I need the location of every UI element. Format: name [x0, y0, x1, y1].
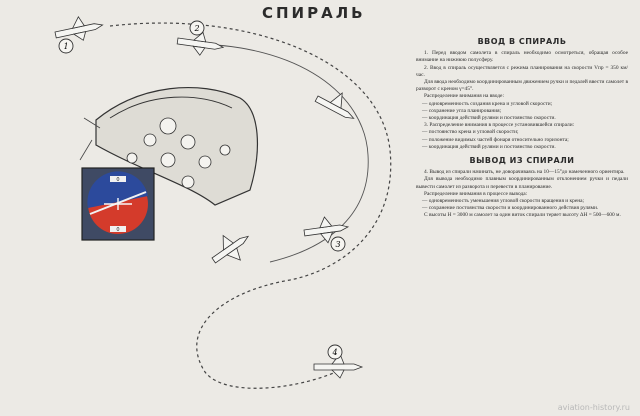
svg-text:1: 1 [63, 42, 68, 51]
svg-text:2: 2 [193, 24, 199, 33]
aircraft-1 [54, 16, 104, 41]
marker-1: 1 [58, 38, 74, 54]
aircraft-banked [314, 92, 355, 119]
aircraft-4 [313, 353, 364, 379]
attitude-scale-bottom: 0 [116, 227, 119, 233]
watermark: aviation-history.ru [557, 403, 630, 412]
svg-text:3: 3 [335, 240, 340, 249]
exit-list-item: — одновременность уменьшения угловой ско… [422, 198, 584, 205]
marker-2: 2 [189, 20, 205, 36]
entry-list-item: — координация действий рулями и постоянс… [422, 143, 556, 150]
attitude-scale-top: 0 [116, 177, 119, 183]
aircraft-3 [303, 216, 350, 244]
cockpit-panel [79, 86, 258, 206]
text-column: ВВОД В СПИРАЛЬ 1. Перед вводом самолета … [416, 37, 628, 220]
entry-paragraph: 2. Ввод в спираль осуществляется с режим… [416, 64, 628, 78]
aircraft-diving [211, 234, 250, 264]
page-title: СПИРАЛЬ [262, 4, 366, 22]
marker-3: 3 [330, 236, 346, 252]
entry-paragraph: Для ввода необходимо координированным дв… [416, 79, 628, 93]
entry-list-item: — координация действий рулями и постоянс… [422, 115, 556, 122]
entry-paragraph: 3. Распределение внимания в процессе уст… [424, 122, 575, 129]
exit-list-item: — сохранение постоянства скорости и коор… [422, 205, 599, 212]
spiral-path [109, 22, 392, 389]
exit-final-paragraph: С высоты H = 3000 м самолет за один вито… [424, 212, 621, 219]
entry-list-item: — сохранение угла планирования; [422, 107, 502, 114]
attitude-indicator: 0 0 [81, 167, 155, 241]
exit-paragraph: 4. Вывод из спирали начинать, не доворач… [424, 169, 625, 176]
svg-text:4: 4 [331, 348, 337, 357]
exit-paragraph: Для вывода необходимо плавным координиро… [416, 176, 628, 190]
section-heading-exit: ВЫВОД ИЗ СПИРАЛИ [469, 156, 575, 166]
section-heading-entry: ВВОД В СПИРАЛЬ [477, 37, 567, 46]
entry-list-item: — положение видимых частей фонаря относи… [422, 136, 569, 143]
aircraft-2 [176, 31, 225, 56]
entry-paragraph: Распределение внимания на вводе: [424, 93, 504, 100]
marker-4: 4 [327, 344, 343, 360]
spiral-path-inner [189, 43, 369, 263]
entry-paragraph: 1. Перед вводом самолета в спираль необх… [416, 50, 628, 64]
exit-paragraph: Распределение внимания в процессе вывода… [424, 190, 528, 197]
entry-list-item: — постоянство крена и угловой скорости; [422, 129, 519, 136]
entry-list-item: — одновременность создания крена и углов… [422, 100, 553, 107]
